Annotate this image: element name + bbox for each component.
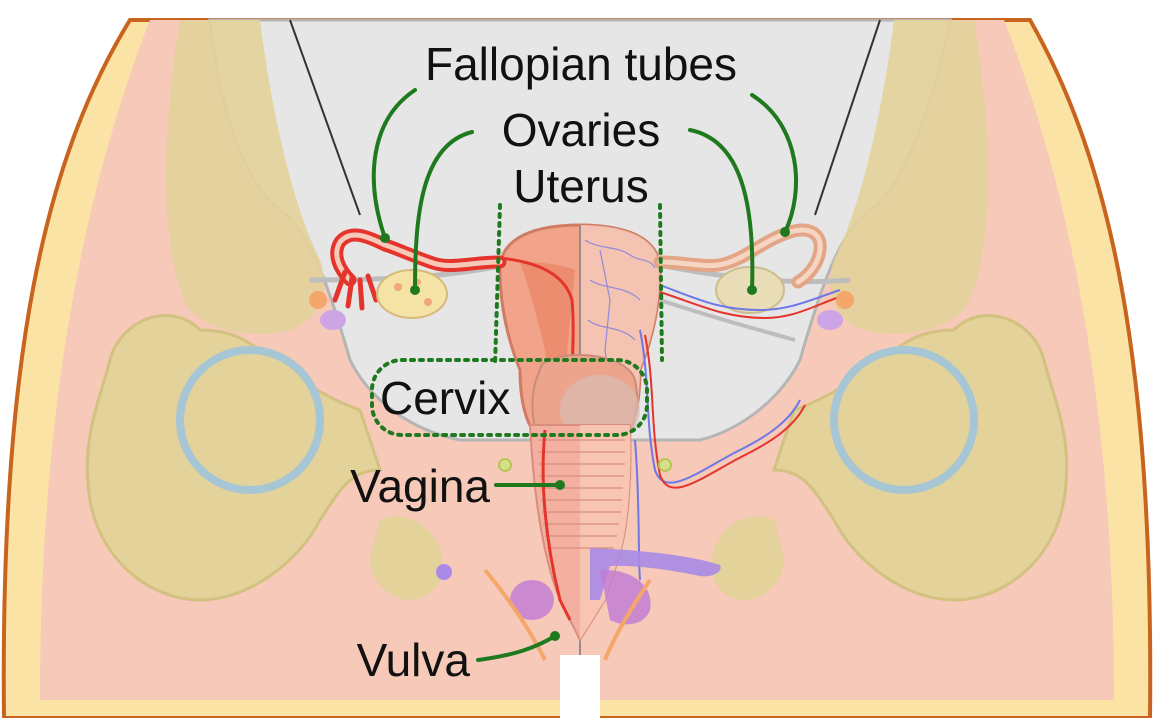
- leader-lines: [371, 88, 798, 662]
- left-fallopian-tube-inner: [334, 232, 503, 283]
- right-ovarian-vessels: [659, 284, 846, 320]
- right-uterine-artery: [644, 334, 806, 489]
- fallopian-leader-right-dot: [780, 227, 790, 237]
- labia-right: [603, 578, 652, 661]
- vaginal-rugae: [538, 439, 625, 549]
- fallopian-leader-left: [371, 88, 417, 240]
- left-node-purple: [320, 310, 346, 330]
- round-ligament: [659, 298, 796, 342]
- left-follicle-1: [394, 283, 402, 291]
- left-iliac-wing: [166, 20, 324, 334]
- label-cervix: Cervix: [380, 372, 510, 424]
- right-node-orange: [836, 291, 854, 309]
- left-follicle-2: [424, 298, 432, 306]
- bladder-tissue: [600, 569, 651, 625]
- right-green-node: [658, 458, 672, 472]
- right-pubic-bone: [711, 516, 784, 600]
- left-suspensory-ligament: [289, 19, 361, 216]
- left-femoral-head: [176, 346, 324, 494]
- ovaries-leader-right-dot: [747, 285, 757, 295]
- vaginal-artery: [541, 429, 572, 621]
- fallopian-leader-left-dot: [380, 233, 390, 243]
- right-suspensory-ligament: [814, 19, 881, 216]
- label-uterus: Uterus: [513, 160, 648, 212]
- left-green-node: [498, 458, 512, 472]
- urethra: [590, 548, 721, 600]
- right-node-purple: [817, 310, 843, 330]
- right-pelvic-vessels: [634, 329, 806, 581]
- left-fimbriae: [332, 269, 379, 311]
- ovaries-leader-right: [688, 128, 755, 292]
- vestibular-bulb: [510, 580, 554, 620]
- right-uterine-vein: [639, 329, 801, 484]
- pelvis-bones: [85, 20, 1069, 602]
- right-femoral-head: [830, 346, 978, 494]
- label-vagina: Vagina: [350, 460, 490, 512]
- right-iliac-wing: [830, 20, 988, 334]
- bladder-urethra: [483, 548, 721, 718]
- suspensory-ligaments: [289, 19, 881, 216]
- left-node-orange: [309, 291, 327, 309]
- label-ovaries: Ovaries: [502, 104, 660, 156]
- label-vulva: Vulva: [357, 634, 471, 686]
- fallopian-leader-right: [750, 93, 798, 234]
- label-fallopian-tubes: Fallopian tubes: [425, 38, 737, 90]
- uterus-dotted-outline: [493, 203, 664, 367]
- ovaries-leader-left: [413, 130, 474, 292]
- vagina-leader-dot: [555, 480, 565, 490]
- vulva-opening: [560, 655, 600, 718]
- labia-left: [483, 568, 547, 661]
- right-vaginal-vessel: [634, 439, 641, 581]
- ovaries-leader-left-dot: [410, 285, 420, 295]
- labels: Fallopian tubes Ovaries Uterus Cervix Va…: [350, 38, 737, 686]
- lymph-nodes: [309, 291, 854, 580]
- dotted-region-outlines: [370, 203, 664, 437]
- vulva-leader-dot: [550, 631, 560, 641]
- left-purple-node: [436, 564, 452, 580]
- vulva-leader: [476, 634, 557, 662]
- cervix-dotted-outline: [370, 358, 649, 437]
- left-pubic-bone: [370, 516, 443, 600]
